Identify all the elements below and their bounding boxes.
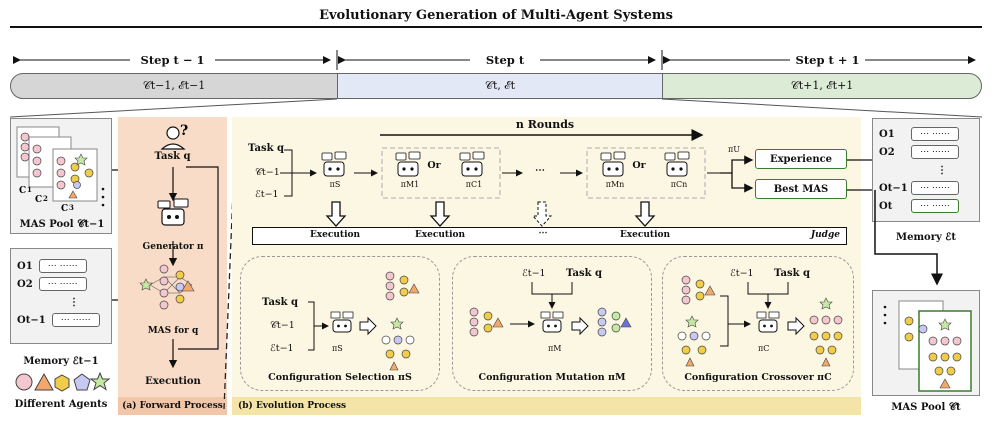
timeline-arrows [13,50,976,70]
memory-row: O1⋯ ⋯⋯ [879,125,973,143]
evo-input-e: ℰt−1 [255,189,279,200]
judge-label: Judge [810,230,840,240]
memory-row: Ot−1⋯ ⋯⋯ [879,179,973,197]
pi-m1-label: πM1 [400,180,420,189]
evolution-flow [280,147,754,227]
execution-label: Execution [309,230,361,240]
memory-current-caption: Memory ℰt [896,232,956,243]
execution-ellipsis: ⋯ [538,228,548,238]
memory-row: O2⋯ ⋯⋯ [879,143,973,161]
mutation-pi-label: πM [548,344,562,353]
evo-input-c: 𝒞t−1 [255,167,280,178]
flow-ellipsis: ⋯ [535,165,545,176]
evo-input-task: Task q [248,143,284,154]
pi-mn-label: πMn [605,180,625,189]
mutation-graphics [469,282,632,337]
crossover-graphics [677,275,843,367]
or-label-1: Or [427,160,441,171]
different-agents-caption: Different Agents [14,399,108,410]
forward-process-caption: (a) Forward Process [118,397,227,415]
mas-pool-current-graphs [883,300,972,392]
config-selection-panel [240,256,440,391]
memory-row: Ot−1⋯ ⋯⋯ [17,311,105,329]
step-next-label: Step t + 1 [795,53,860,67]
selection-pi-label: πS [332,344,343,353]
memory-prev: O1⋯ ⋯⋯ O2⋯ ⋯⋯ ⋮ Ot−1⋯ ⋯⋯ [10,248,112,344]
pi-s-label: πS [329,180,341,189]
step-prev-label: Step t − 1 [140,53,205,67]
forward-task: Task q [154,151,191,162]
mutation-caption: Configuration Mutation πM [478,372,626,383]
pool-c2-sub: 2 [43,194,48,203]
zoom-lines [9,99,983,118]
forward-process-graphics: ? [139,123,219,369]
step-next-segment: 𝒞t+1, ℰt+1 [662,73,982,99]
step-current-segment: 𝒞t, ℰt [337,73,663,99]
or-label-2: Or [632,160,646,171]
mutation-input-e: ℰt−1 [522,268,546,279]
selection-input-e: ℰt−1 [270,343,294,354]
memory-current: O1⋯ ⋯⋯ O2⋯ ⋯⋯ ⋮ Ot−1⋯ ⋯⋯ Ot⋯ ⋯⋯ [872,118,980,222]
svg-text:C: C [61,204,68,214]
mas-pool-graphs: C C C [16,126,105,214]
pool-c3-sub: 3 [69,203,74,212]
rounds-label: n Rounds [515,118,575,131]
step-current-label: Step t [485,53,525,67]
mas-pool-current [872,290,980,396]
memory-row: ⋮ [937,164,947,176]
pool-c1-sub: 1 [27,185,32,194]
crossover-input-e: ℰt−1 [730,268,754,279]
mas-pool-current-caption: MAS Pool 𝒞t [891,402,961,413]
svg-text:C: C [19,186,26,196]
best-mas-arrow [874,190,943,286]
rounds-arrow [380,129,704,141]
crossover-input-task: Task q [774,268,810,279]
execution-bar [252,227,847,245]
evolution-process-caption: (b) Evolution Process [232,397,861,415]
memory-row: O2⋯ ⋯⋯ [17,275,105,293]
page-title: Evolutionary Generation of Multi-Agent S… [319,8,673,23]
crossover-caption: Configuration Crossover πC [684,372,832,383]
pi-c1-label: πC1 [465,180,483,189]
pi-u-label: πU [728,145,740,154]
svg-text:?: ? [180,123,188,139]
mas-pool-prev-caption: MAS Pool 𝒞t−1 [19,219,105,230]
forward-execution: Execution [145,376,201,387]
memory-row: Ot⋯ ⋯⋯ [879,197,973,215]
forward-generator: Generator π [142,242,204,252]
selection-input-c: 𝒞t−1 [270,320,295,331]
crossover-pi-label: πC [758,344,770,353]
pi-cn-label: πCn [670,180,688,189]
memory-row: O1⋯ ⋯⋯ [17,257,105,275]
selection-input-task: Task q [262,297,298,308]
execution-label: Execution [619,230,671,240]
best-mas-box: Best MAS [755,179,847,199]
output-connectors [847,159,873,191]
execution-label: Execution [414,230,466,240]
config-crossover-panel [662,256,854,391]
selection-caption: Configuration Selection πS [268,372,412,383]
agent-shapes-legend [15,371,110,392]
svg-text:C: C [35,195,42,205]
selection-graphics [308,271,420,371]
forward-mas: MAS for q [147,326,199,336]
memory-prev-caption: Memory ℰt−1 [23,356,99,367]
mas-pool-prev: C C C MAS Pool 𝒞t−1 [10,118,112,234]
memory-row: ⋮ [69,296,79,308]
experience-box: Experience [755,149,847,169]
step-prev-segment: 𝒞t−1, ℰt−1 [10,73,338,99]
mutation-input-task: Task q [566,268,602,279]
title-rule [10,26,982,28]
config-mutation-panel [452,256,652,391]
